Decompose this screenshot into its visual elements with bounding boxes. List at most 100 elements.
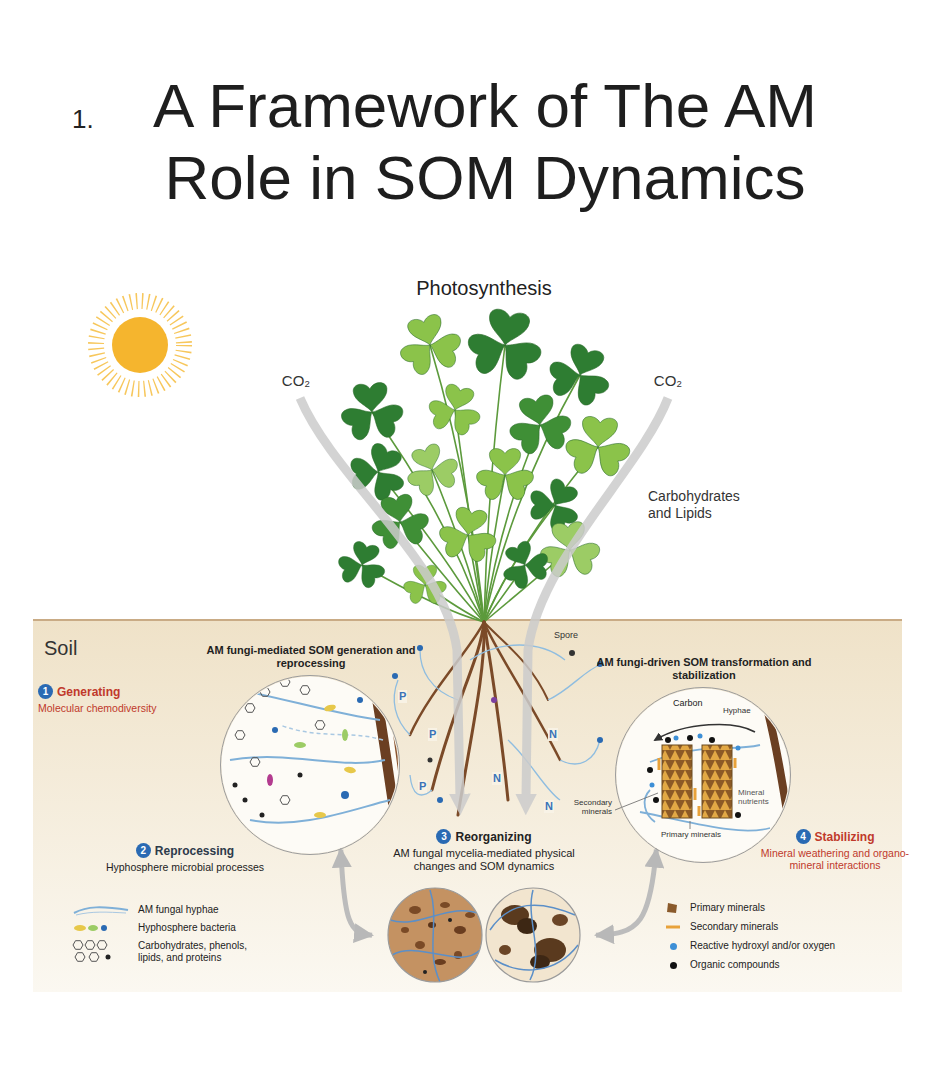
clover-leaves: [332, 304, 635, 605]
zoom-stabilizing-art: [687, 735, 693, 741]
zoom-generating-art: [222, 677, 399, 854]
aggregate-circles: [448, 918, 452, 922]
spore-dots: [392, 673, 398, 679]
zoom-stabilizing-art: [658, 758, 661, 770]
roots: [410, 622, 560, 815]
zoom-stabilizing-art: [734, 758, 737, 768]
step-description: Molecular chemodiversity: [38, 702, 208, 715]
soil-hyphae: [470, 645, 565, 660]
nutrient-label: P: [418, 780, 427, 793]
zoom-generating-art: [272, 727, 278, 733]
nutrient-label: P: [428, 728, 437, 741]
legend-row: Carbohydrates, phenols, lipids, and prot…: [72, 940, 263, 964]
zoom-generating-art: [230, 690, 390, 823]
step-heading: Stabilizing: [815, 830, 875, 844]
page-title: A Framework of The AM Role in SOM Dynami…: [110, 70, 860, 214]
sun-icon: [96, 301, 184, 389]
zoom-circle: AM fungi-mediated SOM generation and rep…: [220, 675, 400, 855]
legend-text: Carbohydrates, phenols, lipids, and prot…: [138, 940, 263, 964]
soil-ground: [33, 620, 902, 992]
zoom-stabilizing-art: [655, 724, 755, 740]
zoom-stabilizing-art: [698, 734, 703, 739]
flow-arrow: [596, 850, 656, 936]
nutrient-label: N: [544, 800, 554, 813]
soil-hyphae: [560, 740, 600, 764]
legend-row: Reactive hydroxyl and/or oxygen: [664, 940, 835, 952]
zoom-stabilizing-art: [653, 797, 659, 803]
legend-row: Organic compounds: [664, 959, 780, 971]
aggregate-circles: [490, 890, 578, 980]
step-badge: 1GeneratingMolecular chemodiversity: [38, 683, 208, 714]
sun-icon: [109, 314, 171, 376]
aggregate-circles: [388, 888, 482, 982]
aggregate-circles: [499, 945, 511, 955]
spore-dots: [417, 645, 423, 651]
roots: [410, 622, 484, 735]
list-number: 1.: [72, 104, 94, 135]
zoom-generating-art: [260, 688, 270, 697]
part-label: Carbon: [672, 698, 704, 709]
legend-row: Primary minerals: [664, 902, 765, 914]
zoom-generating-art: [233, 783, 238, 788]
aggregate-circles: [490, 890, 578, 980]
zoom-stabilizing-art: [647, 767, 653, 773]
spore-dots: [392, 645, 603, 803]
soil-hyphae: [394, 680, 410, 735]
legend-text: Reactive hydroxyl and/or oxygen: [690, 940, 835, 952]
legend-symbol: [73, 941, 83, 950]
aggregate-circles: [388, 888, 482, 982]
gas-label: CO₂: [654, 372, 682, 390]
zoom-stabilizing-art: [615, 793, 658, 810]
aggregate-circles: [495, 945, 578, 970]
spore-dots: [569, 650, 575, 656]
badge-row: 1Generating: [38, 683, 208, 700]
flow-arrow: [341, 850, 372, 936]
part-label: Primary minerals: [660, 830, 722, 840]
zoom-generating-art: [245, 704, 255, 713]
legend-sample: [72, 904, 130, 916]
part-label: Secondary minerals: [567, 798, 612, 816]
legend-sample: [664, 959, 682, 971]
legend-text: Organic compounds: [690, 959, 780, 971]
legend-symbol: [88, 925, 98, 931]
aggregate-circles: [530, 890, 536, 980]
nutrient-label: N: [548, 728, 558, 741]
legend-row: Hyphosphere bacteria: [72, 922, 236, 934]
zoom-heading: AM fungi-driven SOM transformation and s…: [579, 656, 829, 682]
step-description: Mineral weathering and organo-mineral in…: [745, 847, 925, 872]
aggregate-circles: [486, 888, 580, 982]
zoom-circle: AM fungi-driven SOM transformation and s…: [615, 687, 791, 863]
step-badge: 4StabilizingMineral weathering and organ…: [745, 828, 925, 872]
clover-leaves: [336, 381, 407, 444]
legend-symbol: [106, 955, 111, 960]
step-badge: 2ReprocessingHyphosphere microbial proce…: [70, 842, 300, 873]
spore-dots: [597, 737, 603, 743]
callout-number: 3: [436, 829, 451, 844]
part-label: Hyphae: [722, 706, 752, 716]
zoom-generating-art: [323, 704, 336, 713]
legend-symbol: [85, 941, 95, 950]
process-label: Photosynthesis: [416, 276, 552, 300]
clover-leaves: [397, 438, 467, 503]
zoom-generating-art: [250, 800, 390, 823]
zoom-generating-art: [357, 697, 363, 703]
nutrient-label: P: [398, 690, 407, 703]
zone-label: Soil: [44, 636, 77, 660]
spore-dots: [428, 758, 433, 763]
legend-symbol: [72, 922, 130, 934]
step-heading: Reorganizing: [455, 830, 531, 844]
badge-row: 4Stabilizing: [745, 828, 925, 845]
legend-symbol: [664, 921, 682, 933]
clover-leaves: [474, 449, 535, 502]
soil-hyphae: [394, 645, 600, 800]
zoom-generating-art: [280, 725, 383, 740]
zoom-generating-art: [230, 672, 414, 860]
legend-symbol: [89, 953, 99, 962]
aggregate-circles: [454, 926, 466, 934]
spore-dots: [437, 797, 443, 803]
zoom-stabilizing-art: [698, 806, 701, 816]
legend-swatch: [670, 962, 677, 969]
aggregate-group: 3ReorganizingAM fungal mycelia-mediated …: [372, 828, 596, 988]
